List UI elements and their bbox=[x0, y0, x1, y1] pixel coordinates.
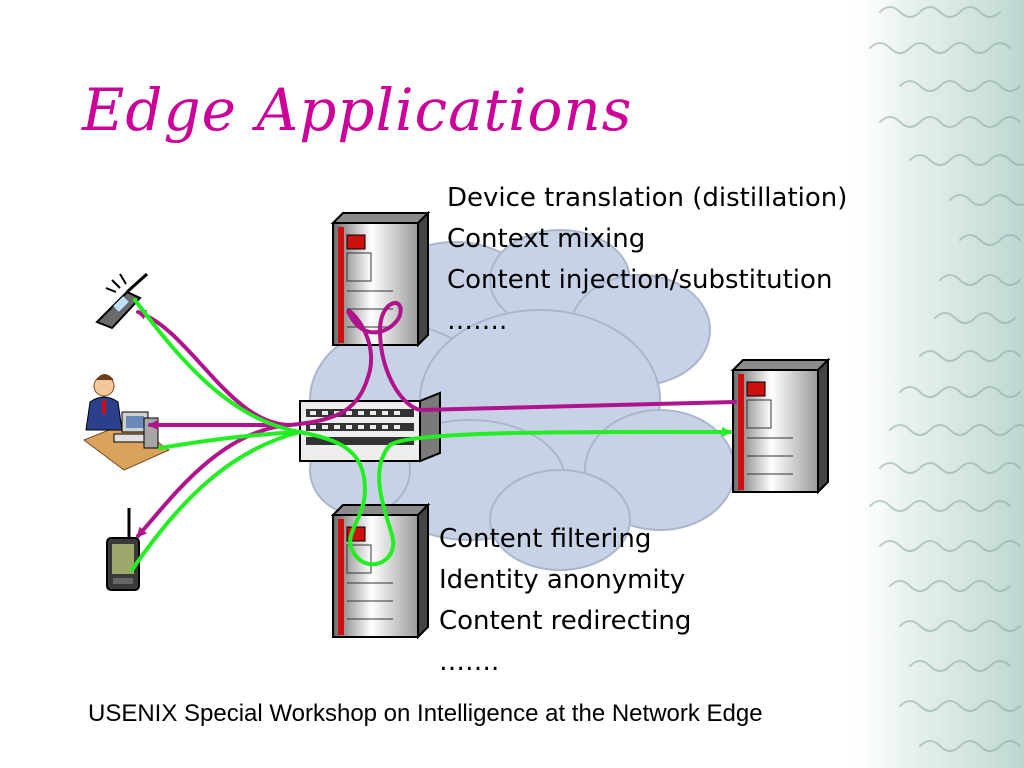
list-item: Context mixing bbox=[447, 224, 646, 254]
list-item: Content injection/substitution bbox=[447, 265, 833, 295]
edge-functions-lower-list: Content filtering Identity anonymity Con… bbox=[439, 519, 691, 683]
edge-functions-upper-list: Device translation (distillation) Contex… bbox=[447, 178, 847, 342]
user-workstation-icon bbox=[82, 374, 171, 471]
cell-phone-icon bbox=[95, 272, 149, 330]
slide-title: Edge Applications bbox=[82, 76, 633, 144]
list-item: Device translation (distillation) bbox=[447, 183, 848, 213]
server-icon bbox=[330, 502, 431, 640]
edge-router-icon bbox=[299, 391, 441, 463]
server-icon bbox=[730, 357, 831, 495]
list-item: Content filtering bbox=[439, 524, 652, 554]
server-icon bbox=[330, 210, 431, 348]
pda-icon bbox=[106, 508, 140, 591]
list-item: ……. bbox=[439, 647, 500, 677]
list-item: Identity anonymity bbox=[439, 565, 686, 595]
slide-footer: USENIX Special Workshop on Intelligence … bbox=[88, 700, 763, 727]
list-item: Content redirecting bbox=[439, 606, 692, 636]
list-item: ……. bbox=[447, 306, 508, 336]
